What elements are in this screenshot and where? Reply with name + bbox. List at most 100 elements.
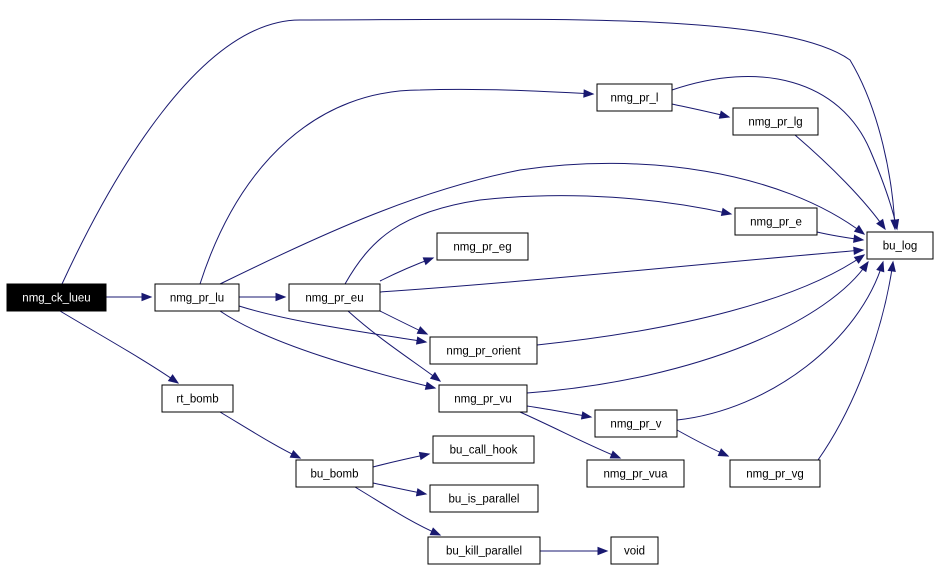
node-nmg_pr_lg[interactable]: nmg_pr_lg — [732, 107, 819, 136]
node-nmg_pr_e[interactable]: nmg_pr_e — [734, 207, 818, 236]
node-bu_kill_parallel[interactable]: bu_kill_parallel — [427, 536, 541, 565]
edge-nmg_pr_l-to-bu_log — [671, 76, 900, 231]
arrowhead — [609, 450, 622, 459]
edge-rt_bomb-to-bu_bomb — [219, 411, 302, 459]
edge-line — [219, 411, 301, 459]
edge-nmg_ck_lueu-to-nmg_pr_lu — [106, 292, 153, 302]
edge-line — [526, 405, 592, 418]
arrowhead — [853, 234, 865, 243]
edge-nmg_pr_vu-to-nmg_pr_vua — [519, 411, 622, 459]
node-box[interactable] — [596, 83, 673, 112]
node-void[interactable]: void — [610, 536, 659, 565]
node-box[interactable] — [586, 459, 685, 488]
node-nmg_pr_vua[interactable]: nmg_pr_vua — [586, 459, 685, 488]
arrowhead — [859, 260, 869, 273]
edge-nmg_pr_eu-to-nmg_pr_eg — [379, 257, 435, 282]
node-nmg_pr_vu[interactable]: nmg_pr_vu — [438, 384, 528, 413]
node-label: bu_is_parallel — [449, 494, 520, 506]
edge-nmg_ck_lueu-to-rt_bomb — [59, 310, 180, 384]
node-nmg_pr_eg[interactable]: nmg_pr_eg — [436, 232, 529, 261]
node-box[interactable] — [429, 484, 539, 513]
node-bu_bomb[interactable]: bu_bomb — [295, 459, 374, 488]
node-box[interactable] — [734, 207, 818, 236]
node-label: rt_bomb — [176, 394, 218, 406]
edge-nmg_pr_v-to-bu_log — [676, 260, 885, 421]
node-box[interactable] — [432, 435, 535, 464]
edge-nmg_pr_v-to-nmg_pr_vg — [676, 429, 730, 457]
edge-nmg_pr_vg-to-bu_log — [817, 260, 896, 461]
node-nmg_pr_v[interactable]: nmg_pr_v — [594, 409, 678, 438]
arrowhead — [720, 207, 733, 217]
node-box[interactable] — [436, 232, 529, 261]
arrowhead — [415, 488, 428, 497]
node-box[interactable] — [154, 283, 240, 312]
edge-line — [379, 249, 864, 293]
arrowhead — [424, 381, 437, 390]
arrowhead — [422, 257, 435, 266]
edge-line — [519, 411, 621, 459]
edge-line — [61, 18, 896, 285]
node-label: nmg_pr_eg — [453, 242, 511, 254]
edge-nmg_pr_eu-to-bu_log — [379, 246, 865, 293]
arrowhead — [418, 451, 431, 461]
node-nmg_pr_vg[interactable]: nmg_pr_vg — [729, 459, 821, 488]
node-box[interactable] — [866, 231, 934, 260]
edge-nmg_pr_lu-to-nmg_pr_orient — [238, 305, 428, 345]
node-label: nmg_pr_vua — [604, 469, 669, 481]
edge-line — [794, 134, 886, 230]
node-box[interactable] — [732, 107, 819, 136]
node-box[interactable] — [594, 409, 678, 438]
node-nmg_pr_lu[interactable]: nmg_pr_lu — [154, 283, 240, 312]
node-label: nmg_pr_l — [611, 93, 659, 105]
node-nmg_pr_orient[interactable]: nmg_pr_orient — [429, 336, 538, 365]
node-bu_call_hook[interactable]: bu_call_hook — [432, 435, 535, 464]
node-label: nmg_pr_lg — [748, 117, 802, 129]
node-nmg_ck_lueu[interactable]: nmg_ck_lueu — [6, 283, 107, 312]
node-box[interactable] — [161, 384, 234, 413]
edge-bu_bomb-to-bu_call_hook — [372, 451, 431, 468]
node-box[interactable] — [427, 536, 541, 565]
node-box[interactable] — [295, 459, 374, 488]
nodes-layer: nmg_ck_lueu nmg_pr_lu rt_bomb nmg_pr_eu bu_b… — [6, 83, 934, 565]
arrowhead — [415, 336, 428, 345]
node-label: bu_kill_parallel — [446, 546, 522, 558]
node-bu_is_parallel[interactable]: bu_is_parallel — [429, 484, 539, 513]
edge-nmg_pr_eu-to-nmg_pr_vu — [347, 310, 442, 382]
node-nmg_pr_l[interactable]: nmg_pr_l — [596, 83, 673, 112]
node-rt_bomb[interactable]: rt_bomb — [161, 384, 234, 413]
node-label: void — [624, 546, 645, 558]
arrowhead — [289, 450, 302, 459]
node-box[interactable] — [729, 459, 821, 488]
edge-line — [344, 195, 732, 285]
arrowhead — [167, 374, 180, 384]
edge-nmg_pr_eu-to-nmg_pr_e — [344, 195, 733, 285]
node-bu_log[interactable]: bu_log — [866, 231, 934, 260]
edge-line — [676, 261, 884, 421]
node-label: nmg_pr_e — [750, 217, 802, 229]
node-label: nmg_pr_v — [610, 419, 661, 431]
arrowhead — [717, 448, 730, 457]
node-label: bu_bomb — [311, 469, 359, 481]
node-box[interactable] — [429, 336, 538, 365]
arrowhead — [718, 110, 731, 119]
node-label: nmg_ck_lueu — [22, 293, 90, 305]
arrowhead — [876, 218, 886, 231]
arrowhead — [890, 218, 900, 231]
edge-nmg_pr_lg-to-bu_log — [794, 134, 886, 231]
arrowhead — [275, 292, 287, 302]
edge-line — [219, 310, 436, 389]
node-box[interactable] — [6, 283, 107, 312]
node-nmg_pr_eu[interactable]: nmg_pr_eu — [288, 283, 381, 312]
edge-bu_bomb-to-bu_is_parallel — [372, 482, 428, 497]
edge-nmg_pr_lu-to-nmg_pr_eu — [239, 292, 287, 302]
arrowhead — [876, 260, 885, 273]
node-box[interactable] — [288, 283, 381, 312]
edge-line — [671, 76, 898, 230]
node-box[interactable] — [610, 536, 659, 565]
edge-line — [199, 88, 594, 285]
node-box[interactable] — [438, 384, 528, 413]
arrowhead — [580, 411, 593, 420]
arrowhead — [429, 527, 442, 536]
node-label: nmg_pr_vu — [454, 394, 512, 406]
edge-line — [526, 261, 869, 394]
